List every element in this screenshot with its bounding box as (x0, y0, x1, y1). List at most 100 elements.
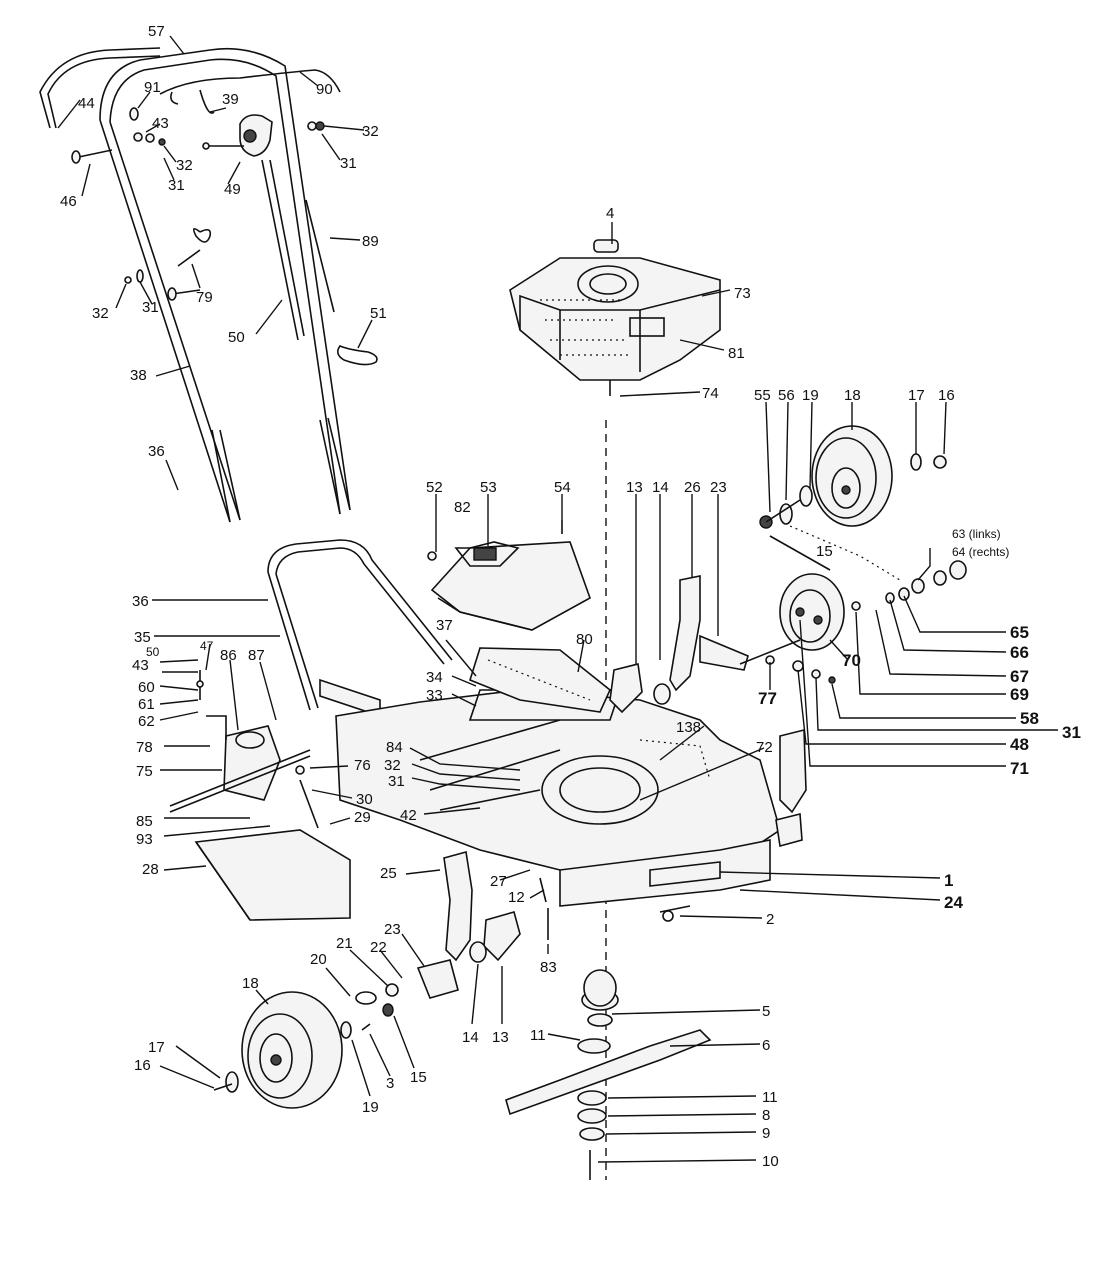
callout-14: 14 (652, 479, 669, 496)
engine (509, 239, 721, 396)
callout-138: 138 (676, 719, 701, 736)
callout-47: 47 (200, 639, 214, 653)
callout-46: 46 (60, 193, 77, 210)
callout-labels: 57 44 91 39 90 43 32 31 32 31 46 49 89 7… (60, 23, 1081, 1170)
callout-27: 27 (490, 873, 507, 890)
blade-assembly (505, 877, 712, 1180)
callout-48: 48 (1010, 735, 1029, 754)
cover-part-53 (427, 520, 591, 631)
callout-26: 26 (684, 479, 701, 496)
callout-28: 28 (142, 861, 159, 878)
callout-72: 72 (756, 739, 773, 756)
callout-39: 39 (222, 91, 239, 108)
callout-32: 32 (92, 305, 109, 322)
callout-73: 73 (734, 285, 751, 302)
height-adjuster-right (609, 575, 807, 848)
callout-75: 75 (136, 763, 153, 780)
callout-77: 77 (758, 689, 777, 708)
front-wheel-lower (213, 991, 343, 1109)
callout-22: 22 (370, 939, 387, 956)
callout-71: 71 (1010, 759, 1029, 778)
callout-34: 34 (426, 669, 443, 686)
callout-58: 58 (1020, 709, 1039, 728)
rear-wheel-cover (739, 560, 967, 684)
callout-62: 62 (138, 713, 155, 730)
callout-79: 79 (196, 289, 213, 306)
callout-53: 53 (480, 479, 497, 496)
callout-70: 70 (842, 651, 861, 670)
callout-52: 52 (426, 479, 443, 496)
callout-5: 5 (762, 1003, 770, 1020)
callout-19: 19 (802, 387, 819, 404)
callout-13: 13 (626, 479, 643, 496)
callout-93: 93 (136, 831, 153, 848)
height-adjuster-left (340, 850, 521, 1039)
callout-13: 13 (492, 1029, 509, 1046)
callout-74: 74 (702, 385, 719, 402)
gear-housing (169, 670, 319, 829)
callout-17: 17 (148, 1039, 165, 1056)
callout-43: 43 (152, 115, 169, 132)
callout-24: 24 (944, 893, 963, 912)
callout-32: 32 (362, 123, 379, 140)
callout-9: 9 (762, 1125, 770, 1142)
callout-43: 43 (132, 657, 149, 674)
callout-8: 8 (762, 1107, 770, 1124)
callout-54: 54 (554, 479, 571, 496)
callout-18: 18 (242, 975, 259, 992)
callout-3: 3 (386, 1075, 394, 1092)
callout-16: 16 (938, 387, 955, 404)
callout-65: 65 (1010, 623, 1029, 642)
callout-12: 12 (508, 889, 525, 906)
rear-frame (267, 539, 453, 718)
callout-21: 21 (336, 935, 353, 952)
callout-60: 60 (138, 679, 155, 696)
callout-86: 86 (220, 647, 237, 664)
callout-36: 36 (148, 443, 165, 460)
callout-49: 49 (224, 181, 241, 198)
callout-44: 44 (78, 95, 95, 112)
callout-11: 11 (762, 1089, 778, 1106)
callout-63-links: 63 (links) (952, 527, 1001, 541)
callout-31: 31 (142, 299, 159, 316)
callout-35: 35 (134, 629, 151, 646)
callout-2: 2 (766, 911, 774, 928)
callout-31: 31 (388, 773, 405, 790)
callout-61: 61 (138, 696, 155, 713)
callout-31: 31 (168, 177, 185, 194)
callout-80: 80 (576, 631, 593, 648)
callout-38: 38 (130, 367, 147, 384)
callout-29: 29 (354, 809, 371, 826)
callout-55: 55 (754, 387, 771, 404)
callout-1: 1 (944, 871, 953, 890)
callout-30: 30 (356, 791, 373, 808)
callout-51: 51 (370, 305, 387, 322)
callout-15: 15 (816, 543, 833, 560)
callout-6: 6 (762, 1037, 770, 1054)
callout-81: 81 (728, 345, 745, 362)
callout-66: 66 (1010, 643, 1029, 662)
callout-56: 56 (778, 387, 795, 404)
callout-36: 36 (132, 593, 149, 610)
callout-15: 15 (410, 1069, 427, 1086)
rear-wheel-upper (759, 425, 947, 581)
callout-57: 57 (148, 23, 165, 40)
callout-31: 31 (1062, 723, 1081, 742)
callout-32: 32 (176, 157, 193, 174)
callout-11: 11 (530, 1027, 546, 1044)
callout-23: 23 (710, 479, 727, 496)
callout-4: 4 (606, 205, 614, 222)
callout-64-rechts: 64 (rechts) (952, 545, 1009, 559)
callout-31: 31 (340, 155, 357, 172)
callout-87: 87 (248, 647, 265, 664)
callout-10: 10 (762, 1153, 779, 1170)
callout-50: 50 (228, 329, 245, 346)
callout-69: 69 (1010, 685, 1029, 704)
mower-deck (335, 647, 781, 922)
callout-82: 82 (454, 499, 471, 516)
leader-lines (57, 35, 1058, 1163)
callout-90: 90 (316, 81, 333, 98)
callout-14: 14 (462, 1029, 479, 1046)
handle-assembly (39, 47, 378, 523)
